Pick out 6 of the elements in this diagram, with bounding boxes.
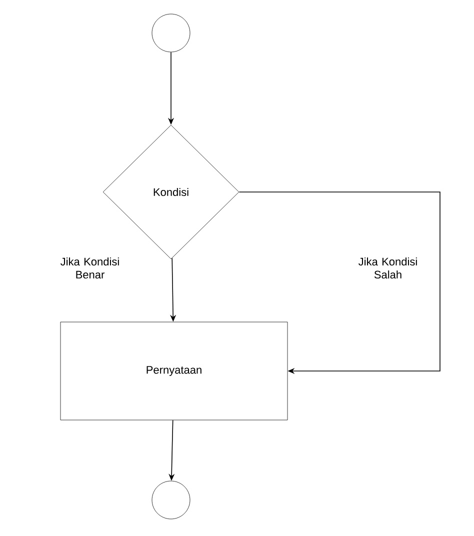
terminal-circle bbox=[152, 480, 190, 520]
arrow bbox=[238, 192, 440, 374]
edge-label: Jika Kondisi Benar bbox=[60, 257, 119, 279]
terminal-circle bbox=[152, 14, 190, 52]
edge-label: Jika Kondisi Salah bbox=[358, 257, 417, 279]
process-box: Pernyataan bbox=[60, 322, 288, 420]
